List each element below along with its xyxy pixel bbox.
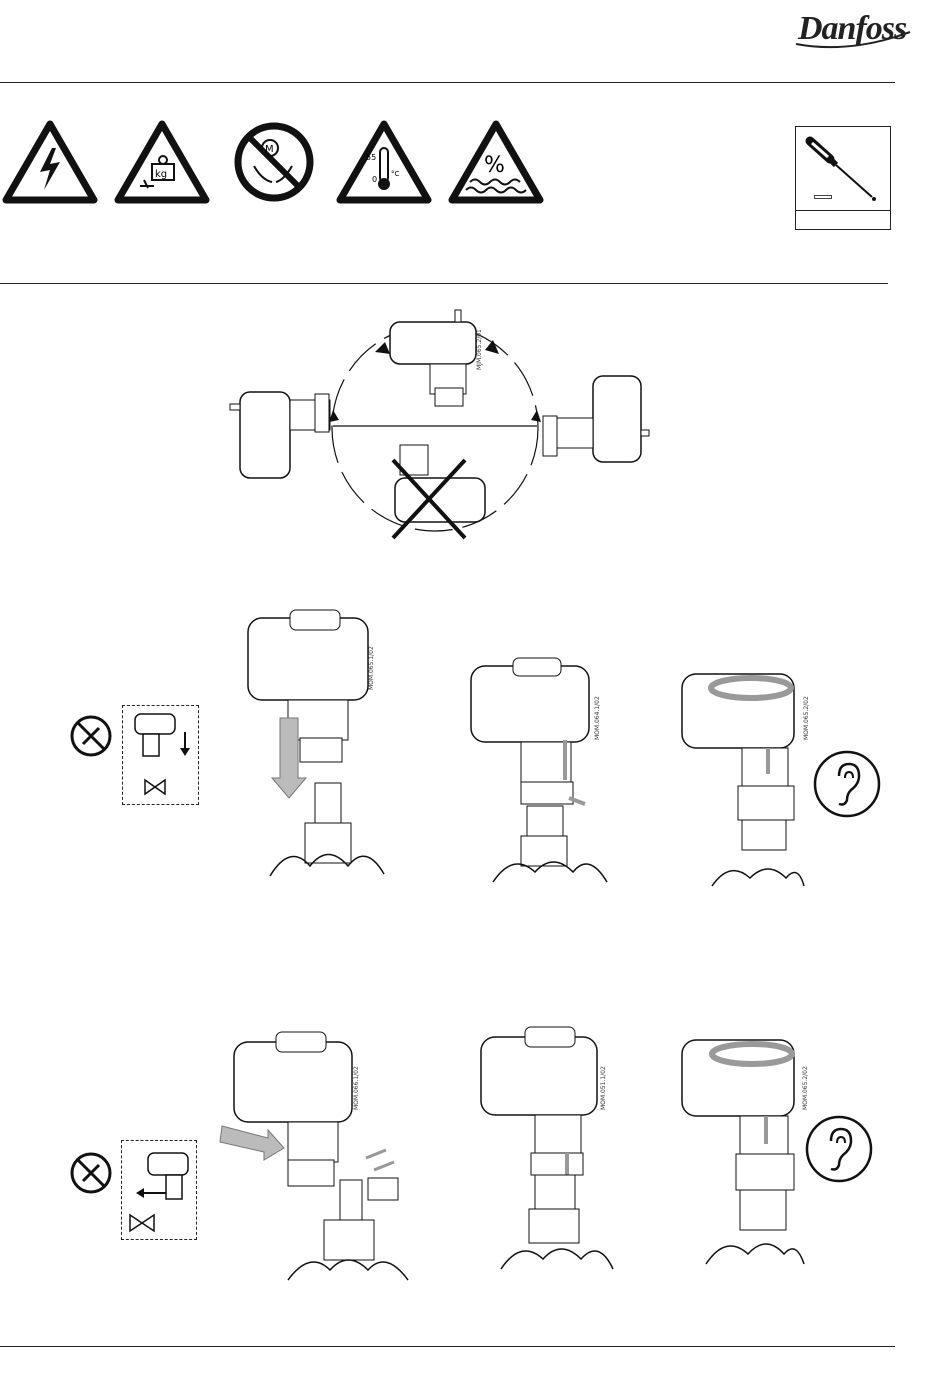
manual-override-box-1 [122,705,199,805]
screwdriver-icon [800,133,886,203]
electric-shock-warning-icon [2,120,98,204]
temp-min: 0 [372,175,377,184]
tool-size-label [814,195,832,199]
footer-rule [0,1346,895,1347]
temp-max: 55 [366,153,376,162]
actuator-right-horizontal [543,376,649,462]
no-tools-icon [69,714,113,758]
install-step-2-2 [475,1025,615,1275]
actuator-left-horizontal [230,392,330,478]
required-tool-box [795,126,891,230]
logo-text: Danfoss [798,10,906,48]
tool-box-divider [796,210,890,211]
temperature-warning-icon: 55 0 °C [336,120,432,204]
actuator-down-arrow-icon [127,708,197,802]
humidity-percent: % [484,153,505,178]
header-rule [0,82,895,83]
step-1-2-code: MOM.064.1/02 [594,696,601,740]
no-manual-handling-icon: M [232,120,316,204]
step-2-3-code: MOM.065.2/02 [802,1066,809,1110]
install-step-2-1 [218,1030,418,1286]
step-1-3-code: MOM.065.2/02 [803,696,810,740]
install-step-1-2 [465,656,610,888]
section-rule [0,283,888,284]
manual-override-box-2 [121,1140,197,1240]
no-tools-icon-2 [69,1151,113,1195]
step-2-2-code: MOM.051.1/02 [600,1066,607,1110]
temp-unit: °C [391,170,400,178]
install-step-1-3 [676,664,806,892]
warning-icons-row: kg M 55 0 °C % [0,120,560,210]
humidity-warning-icon: % [448,120,544,204]
step-2-1-code: MOM.066.1/02 [353,1066,360,1110]
actuator-upright [390,310,476,406]
listen-click-icon-2 [805,1115,873,1183]
actuator-left-arrow-icon [126,1143,196,1237]
motor-label: M [265,144,274,155]
install-step-2-3 [676,1030,806,1270]
danfoss-logo: Danfoss [790,10,918,50]
orientation-code: MJM.065.2/01 [476,329,483,370]
step-1-1-code: MOM.065.1/02 [368,646,375,690]
kg-label: kg [155,169,167,180]
mounting-orientation-diagram [225,300,665,550]
heavy-load-warning-icon: kg [114,120,210,204]
listen-click-icon-1 [813,750,881,818]
